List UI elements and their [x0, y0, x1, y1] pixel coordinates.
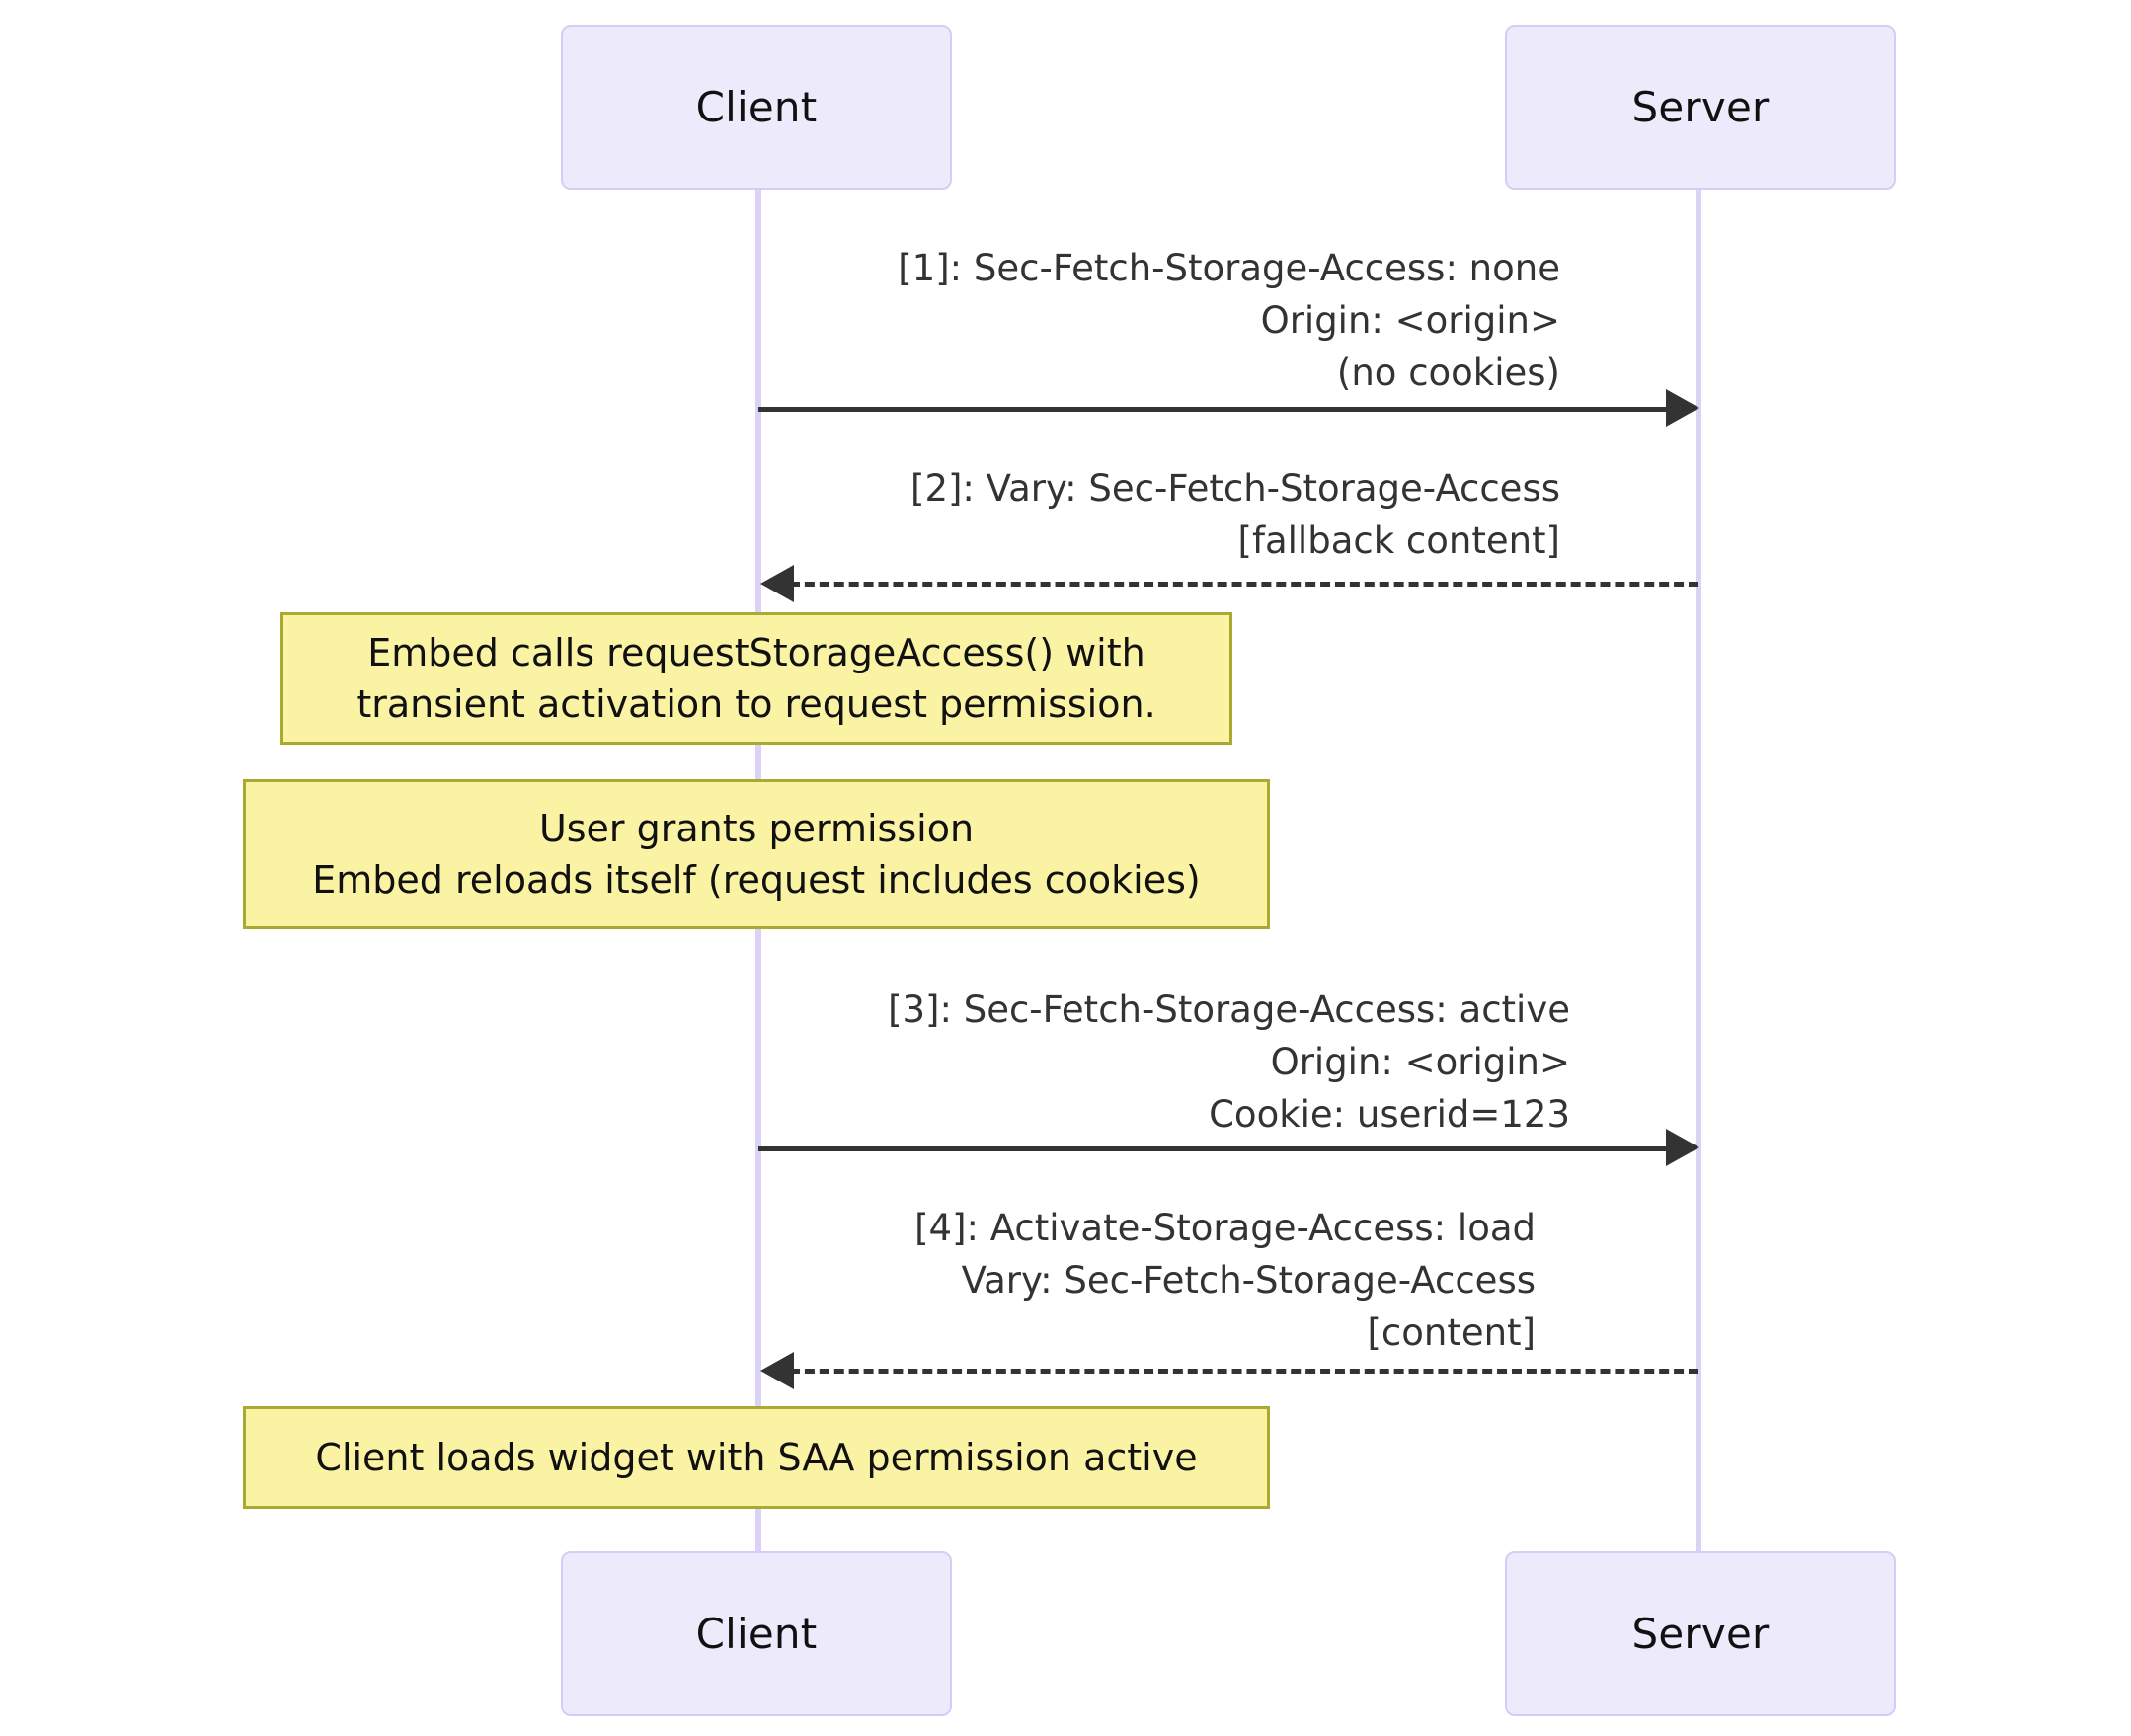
note-2-line-1: User grants permission [538, 807, 975, 850]
message-4-arrow-line [790, 1369, 1698, 1374]
note-3: Client loads widget with SAA permission … [243, 1406, 1270, 1509]
message-1-text: [1]: Sec-Fetch-Storage-Access: none Orig… [691, 242, 1560, 399]
message-3-arrow-line [758, 1146, 1669, 1151]
message-1-line-1: [1]: Sec-Fetch-Storage-Access: none [898, 247, 1560, 289]
actor-server-top[interactable]: Server [1505, 25, 1896, 190]
message-4-line-2: Vary: Sec-Fetch-Storage-Access [961, 1259, 1536, 1302]
actor-client-bottom-label: Client [695, 1609, 818, 1658]
message-2-line-1: [2]: Vary: Sec-Fetch-Storage-Access [910, 467, 1560, 510]
message-3-line-1: [3]: Sec-Fetch-Storage-Access: active [888, 988, 1570, 1031]
message-1-line-2: Origin: <origin> [1260, 299, 1560, 342]
note-1: Embed calls requestStorageAccess() with … [280, 612, 1232, 745]
message-2-text: [2]: Vary: Sec-Fetch-Storage-Access [fal… [691, 462, 1560, 567]
message-3-arrow-head [1666, 1129, 1699, 1166]
message-4-text: [4]: Activate-Storage-Access: load Vary:… [691, 1202, 1536, 1359]
actor-client-top[interactable]: Client [561, 25, 952, 190]
message-3-text: [3]: Sec-Fetch-Storage-Access: active Or… [691, 984, 1570, 1141]
actor-server-bottom-label: Server [1631, 1609, 1770, 1658]
note-2: User grants permission Embed reloads its… [243, 779, 1270, 929]
message-4-line-3: [content] [1367, 1311, 1536, 1354]
note-1-line-2: transient activation to request permissi… [356, 682, 1156, 726]
message-2-arrow-head [760, 565, 794, 602]
message-4-line-1: [4]: Activate-Storage-Access: load [914, 1207, 1536, 1249]
message-1-line-3: (no cookies) [1336, 352, 1560, 394]
lifeline-server [1696, 190, 1701, 1552]
note-1-line-1: Embed calls requestStorageAccess() with [367, 631, 1145, 674]
message-1-arrow-head [1666, 389, 1699, 427]
message-1-arrow-line [758, 407, 1669, 412]
message-4-arrow-head [760, 1352, 794, 1389]
message-2-line-2: [fallback content] [1237, 519, 1560, 562]
actor-client-top-label: Client [695, 82, 818, 131]
actor-server-top-label: Server [1631, 82, 1770, 131]
actor-server-bottom[interactable]: Server [1505, 1551, 1896, 1716]
message-3-line-3: Cookie: userid=123 [1209, 1093, 1570, 1136]
note-3-line-1: Client loads widget with SAA permission … [315, 1436, 1198, 1479]
message-2-arrow-line [790, 582, 1698, 587]
message-3-line-2: Origin: <origin> [1270, 1041, 1570, 1083]
actor-client-bottom[interactable]: Client [561, 1551, 952, 1716]
note-2-line-2: Embed reloads itself (request includes c… [312, 858, 1201, 902]
